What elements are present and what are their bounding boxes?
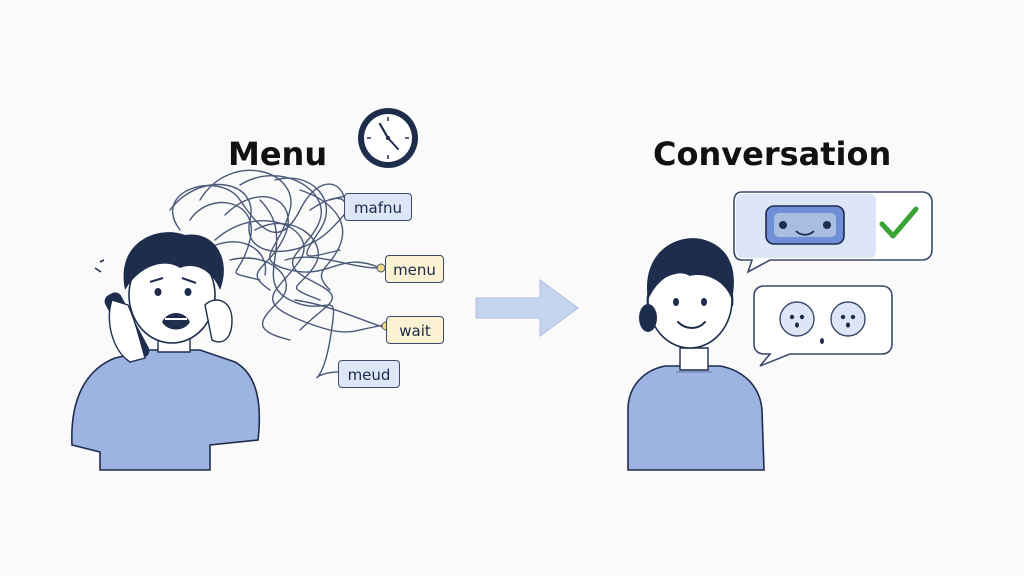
robot-face-icon <box>765 205 845 245</box>
clock-icon <box>358 108 418 168</box>
wire-connector <box>376 263 386 273</box>
speech-bubble-bottom <box>753 285 893 367</box>
menu-option-label: mafnu <box>344 193 412 221</box>
menu-option-label: menu <box>385 255 444 283</box>
wait-label: wait <box>386 316 444 344</box>
surprised-face-icon <box>779 301 815 337</box>
surprised-face-icon <box>830 301 866 337</box>
arrow-right-icon <box>475 279 579 337</box>
speech-bubble-top <box>733 191 933 274</box>
checkmark-icon <box>879 206 919 239</box>
calm-person <box>627 238 765 471</box>
tangled-wires <box>169 169 387 379</box>
menu-option-label: meud <box>338 360 400 388</box>
conversation-title: Conversation <box>653 135 892 173</box>
menu-title: Menu <box>228 135 328 173</box>
stressed-person <box>71 232 261 471</box>
mouth-icon <box>820 338 824 344</box>
